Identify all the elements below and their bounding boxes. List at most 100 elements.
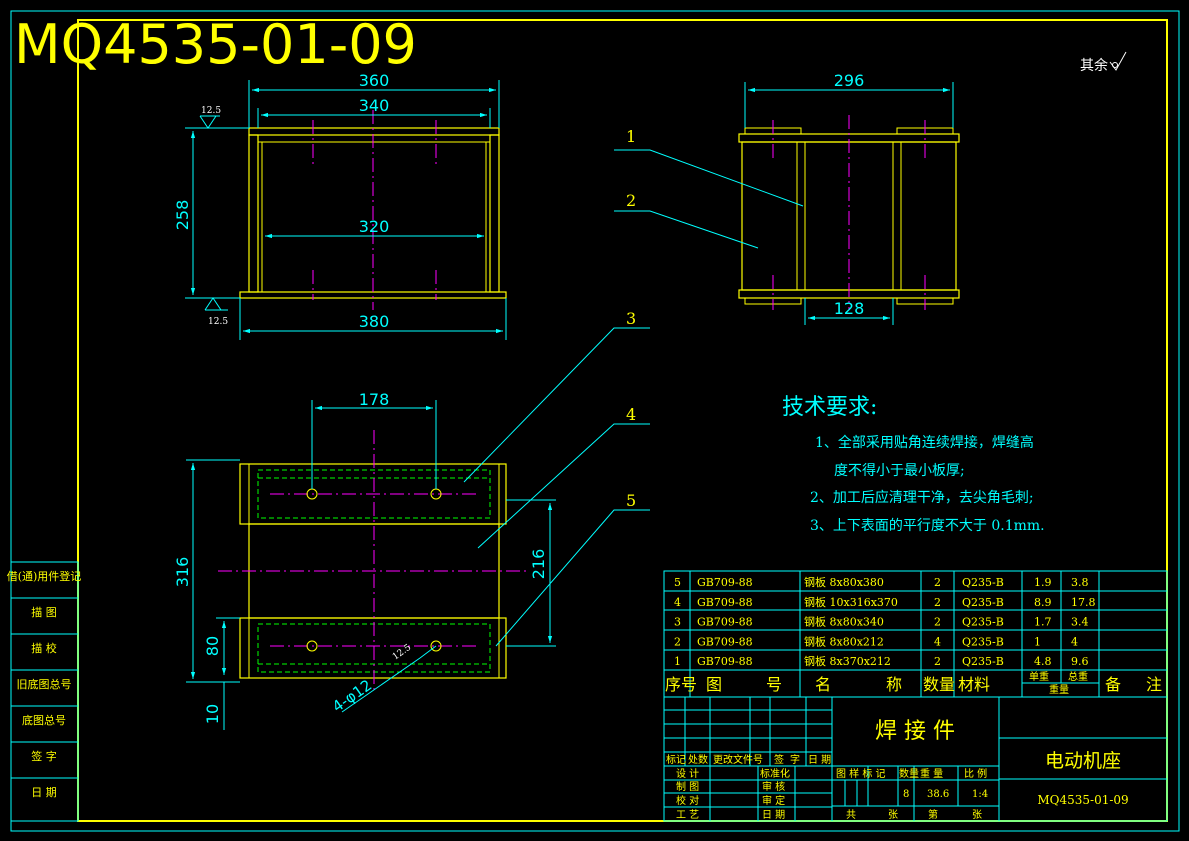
sheets-total-2: 张 — [888, 809, 898, 821]
side-register: 借(通)用件登记 — [7, 569, 82, 583]
dim-216: 216 — [529, 549, 548, 580]
drawing-number-small: MQ4535-01-09 — [1037, 793, 1128, 807]
bom-cell-name: 钢板 8x370x212 — [804, 654, 891, 668]
bom-cell-mat: Q235-B — [962, 596, 1004, 609]
bom-cell-std: GB709-88 — [697, 616, 753, 629]
rev-h-mark: 标记 — [666, 754, 686, 766]
side-old-base: 旧底图总号 — [17, 677, 72, 691]
bom-cell-unit: 4.8 — [1034, 655, 1052, 668]
bom-cell-qty: 4 — [934, 635, 941, 648]
bom-cell-total: 17.8 — [1071, 596, 1096, 609]
roughness-top: 12.5 — [201, 106, 221, 116]
bom-cell-unit: 1.7 — [1034, 616, 1052, 629]
tech-req-line-2: 度不得小于最小板厚; — [834, 462, 965, 479]
front-dimensions — [185, 80, 507, 340]
bom-cell-mat: Q235-B — [962, 655, 1004, 668]
dim-258: 258 — [173, 200, 192, 231]
bom-cell-qty: 2 — [934, 616, 941, 629]
drawing-number-big: MQ4535-01-09 — [14, 13, 417, 76]
bom-cell-unit: 1.9 — [1034, 576, 1052, 589]
bom-cell-no: 5 — [674, 576, 681, 589]
bom-cell-no: 3 — [674, 616, 681, 629]
assembly-name: 电动机座 — [1045, 750, 1121, 772]
bom-cell-total: 4 — [1071, 635, 1078, 648]
bom-h-unit-weight: 单重 — [1029, 670, 1049, 683]
dim-178: 178 — [359, 390, 390, 409]
balloon-3: 3 — [626, 309, 636, 328]
rev-h-docno: 更改文件号 — [713, 753, 763, 766]
bom-cell-qty: 2 — [934, 655, 941, 668]
dim-296: 296 — [834, 71, 865, 90]
rev-h-date: 日 期 — [808, 754, 831, 766]
tech-req-title: 技术要求: — [782, 395, 877, 420]
rev-h-count: 处数 — [688, 753, 708, 766]
tech-req-line-1: 1、全部采用贴角连续焊接，焊缝高 — [815, 434, 1034, 451]
top-dimensions — [186, 400, 556, 730]
bom-h-name-1: 名 — [815, 675, 831, 694]
side-view — [738, 115, 960, 310]
side-base: 底图总号 — [22, 713, 66, 727]
leaders-top — [463, 327, 650, 647]
side-table-grid — [10, 561, 79, 822]
bom-h-remark-2: 注 — [1146, 675, 1162, 694]
role-design: 设 计 — [676, 767, 699, 780]
rev-h-sign-1: 签 — [774, 753, 784, 766]
leaders-side — [614, 149, 804, 249]
bom-cell-qty: 2 — [934, 596, 941, 609]
side-date: 日 期 — [31, 786, 57, 799]
bom-cell-total: 3.8 — [1071, 576, 1089, 589]
bom-cell-no: 2 — [674, 635, 681, 648]
bom-cell-name: 钢板 10x316x370 — [804, 595, 898, 609]
bom-cell-total: 3.4 — [1071, 616, 1089, 629]
bom-cell-mat: Q235-B — [962, 635, 1004, 648]
side-sign: 签 字 — [31, 749, 57, 763]
role-check: 校 对 — [676, 794, 699, 807]
dim-380: 380 — [359, 312, 390, 331]
bom-h-total-weight: 总重 — [1068, 670, 1088, 683]
side-dimensions — [744, 82, 954, 325]
role-review: 审 核 — [762, 780, 785, 793]
meta-scale: 1:4 — [972, 789, 988, 800]
meta-qty: 8 — [903, 789, 909, 800]
bom-h-drawing-2: 号 — [766, 675, 782, 694]
meta-h-mark: 图 样 标 记 — [836, 767, 886, 780]
balloon-5: 5 — [626, 491, 636, 510]
side-trace-check: 描 校 — [31, 641, 57, 655]
bom-cell-std: GB709-88 — [697, 596, 753, 609]
bom-cell-mat: Q235-B — [962, 616, 1004, 629]
dim-320: 320 — [359, 217, 390, 236]
top-view — [218, 430, 530, 690]
sheets-total-1: 共 — [846, 809, 856, 821]
bom-cell-unit: 1 — [1034, 635, 1041, 648]
bom-cell-std: GB709-88 — [697, 635, 753, 648]
bom-cell-name: 钢板 8x80x212 — [804, 634, 884, 648]
balloon-1: 1 — [626, 127, 636, 146]
role-standard: 标准化 — [760, 767, 790, 780]
inner-frame — [77, 19, 1168, 822]
bom-h-no: 序号 — [665, 675, 697, 694]
bom-h-weight: 重量 — [1049, 683, 1069, 696]
part-name: 焊 接 件 — [875, 719, 955, 744]
bom-cell-unit: 8.9 — [1034, 596, 1052, 609]
meta-h-weight: 重 量 — [920, 767, 943, 780]
side-tracing: 描 图 — [31, 605, 57, 619]
tech-req-line-3: 2、加工后应清理干净，去尖角毛刺; — [810, 489, 1034, 506]
bom-cell-no: 4 — [674, 596, 681, 609]
title-block-grid — [663, 696, 1168, 822]
dim-holes: 4-φ12 — [329, 676, 375, 716]
bom-h-name-2: 称 — [886, 675, 902, 694]
role-approve: 审 定 — [762, 794, 785, 807]
dim-316: 316 — [173, 557, 192, 588]
roughness-bottom: 12.5 — [208, 317, 228, 327]
dim-10: 10 — [203, 704, 222, 724]
front-view — [239, 110, 507, 310]
role-date: 日 期 — [762, 809, 785, 821]
bom-grid — [663, 570, 1168, 698]
tech-req-line-4: 3、上下表面的平行度不大于 0.1mm. — [810, 518, 1045, 534]
dim-80: 80 — [203, 636, 222, 656]
roughness-symbol-icon — [1109, 51, 1127, 71]
sheets-no-2: 张 — [972, 809, 982, 821]
outer-border — [10, 10, 1180, 832]
meta-h-scale: 比 例 — [964, 767, 987, 780]
bom-cell-name: 钢板 8x80x380 — [804, 575, 884, 589]
